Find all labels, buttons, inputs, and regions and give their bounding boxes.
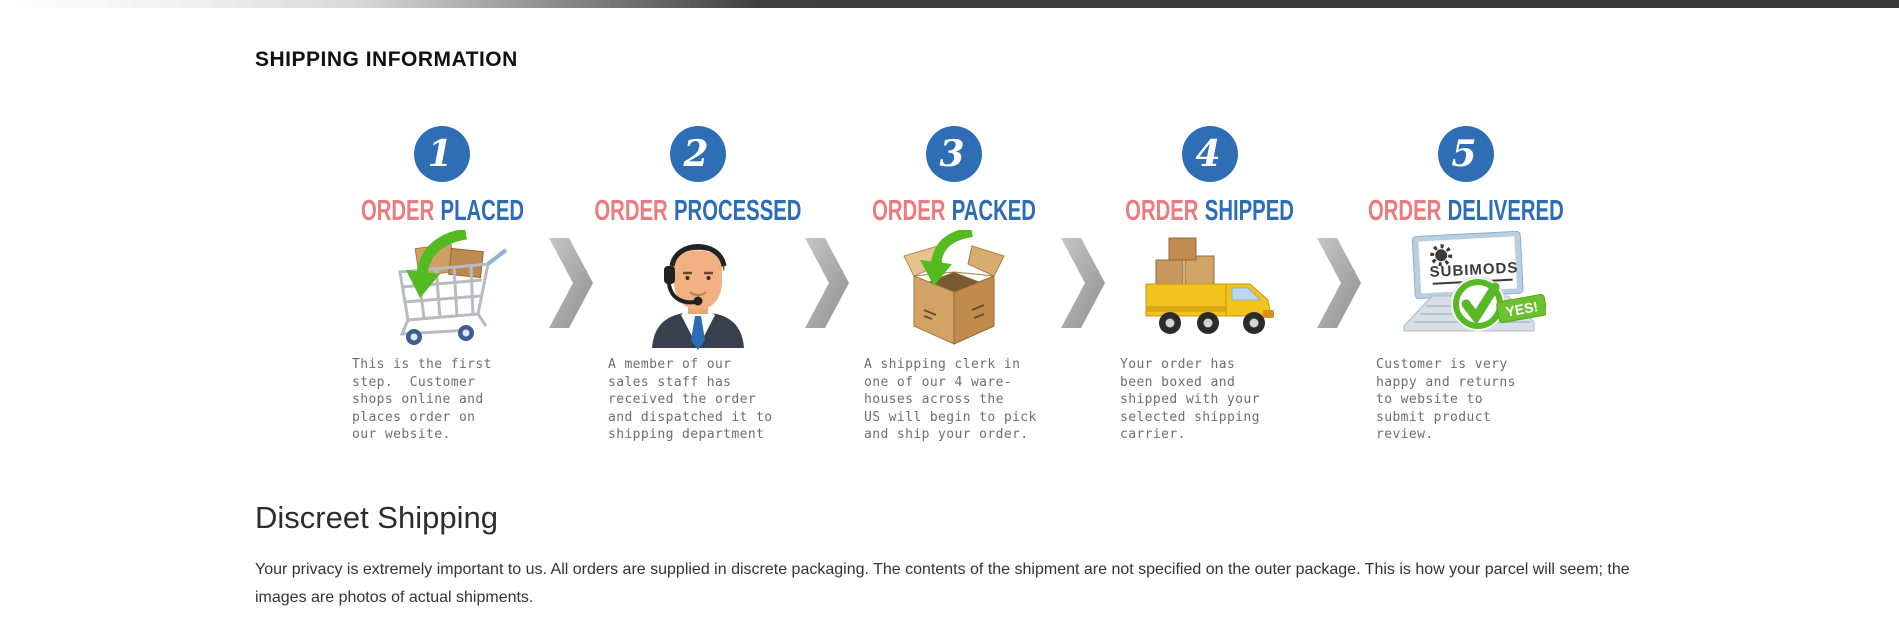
yes-badge-text: YES!	[1504, 298, 1539, 319]
step-title-word1: ORDER	[1368, 194, 1442, 227]
delivery-truck-icon	[1130, 228, 1290, 352]
step-number-badge: 3	[926, 126, 982, 182]
step-number-badge: 2	[670, 126, 726, 182]
open-box-graphic	[903, 230, 1005, 345]
laptop-approved-icon: SUBIMODS YES!	[1386, 228, 1546, 352]
step-title-word2: PACKED	[951, 194, 1036, 227]
next-step-arrow-icon	[532, 126, 608, 328]
step-number-badge: 1	[414, 126, 470, 182]
open-box-icon	[874, 228, 1034, 352]
next-step-arrow-icon	[1300, 126, 1376, 328]
laptop-approved-graphic: SUBIMODS YES!	[1403, 230, 1546, 332]
step-number-badge: 5	[1438, 126, 1494, 182]
step-title-word1: ORDER	[872, 194, 946, 227]
step-number-badge: 4	[1182, 126, 1238, 182]
step-title-word2: DELIVERED	[1447, 194, 1564, 227]
step-description: Customer is very happy and returns to we…	[1376, 357, 1516, 442]
page-title: SHIPPING INFORMATION	[255, 48, 518, 71]
step-number: 5	[1451, 133, 1477, 175]
step-description: A member of our sales staff has received…	[608, 357, 773, 442]
shopping-cart-icon	[362, 228, 522, 352]
discreet-shipping-paragraph: Your privacy is extremely important to u…	[255, 561, 1630, 606]
top-border-bar	[0, 0, 1899, 8]
support-agent-graphic	[652, 244, 744, 350]
step-title-word2: PLACED	[440, 194, 524, 227]
step-title-word2: SHIPPED	[1205, 194, 1295, 227]
step-number: 3	[939, 133, 965, 175]
subimods-logo-text: SUBIMODS	[1429, 259, 1519, 281]
delivery-truck-graphic	[1145, 237, 1274, 334]
support-agent-icon	[618, 228, 778, 352]
next-step-arrow-icon	[788, 126, 864, 328]
next-step-arrow-icon	[1044, 126, 1120, 328]
step-number: 4	[1195, 133, 1221, 175]
shopping-cart-graphic	[398, 230, 508, 345]
step-number: 1	[427, 133, 453, 175]
step-description: This is the first step. Customer shops o…	[352, 357, 492, 442]
step-title-word1: ORDER	[1125, 194, 1199, 227]
step-title-word1: ORDER	[360, 194, 434, 227]
step-number: 2	[683, 133, 709, 175]
step-description: Your order has been boxed and shipped wi…	[1120, 357, 1260, 442]
discreet-shipping-heading: Discreet Shipping	[255, 500, 498, 535]
step-description: A shipping clerk in one of our 4 ware- h…	[864, 357, 1037, 442]
step-title-word2: PROCESSED	[674, 194, 802, 227]
step-title-word1: ORDER	[594, 194, 668, 227]
